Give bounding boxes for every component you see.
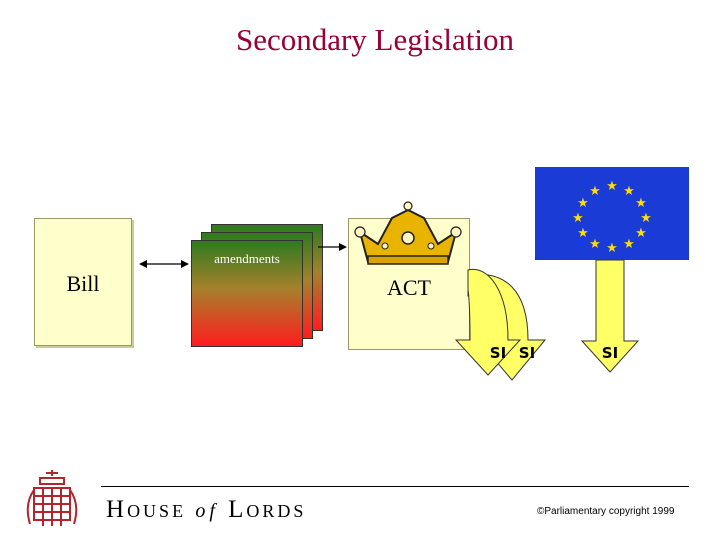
footer-brand: HOUSE of LORDS xyxy=(106,496,306,524)
brand-ords: ORDS xyxy=(246,501,307,521)
svg-text:★: ★ xyxy=(623,184,635,199)
svg-text:★: ★ xyxy=(589,184,601,199)
si-label-2: SI xyxy=(519,344,535,362)
portcullis-icon xyxy=(26,470,78,526)
bill-amendments-arrow xyxy=(139,260,189,268)
bill-box: Bill xyxy=(34,218,132,346)
svg-text:★: ★ xyxy=(635,226,647,241)
page-title: Secondary Legislation xyxy=(235,22,515,57)
amendments-act-arrow xyxy=(318,243,347,251)
si-straight-arrow-eu xyxy=(580,259,640,373)
bill-label: Bill xyxy=(66,271,100,296)
svg-text:★: ★ xyxy=(606,241,618,256)
footer-rule xyxy=(101,486,689,487)
si-label-3: SI xyxy=(602,344,618,362)
svg-text:★: ★ xyxy=(577,226,589,241)
eu-stars: ★ ★ ★ ★ ★ ★ ★ ★ ★ ★ ★ ★ xyxy=(572,179,652,256)
svg-text:★: ★ xyxy=(577,196,589,211)
svg-text:★: ★ xyxy=(589,237,601,252)
brand-l: L xyxy=(228,496,247,523)
svg-text:★: ★ xyxy=(640,211,652,226)
brand-of: of xyxy=(195,500,219,522)
amendment-page-front: amendments xyxy=(191,240,303,347)
brand-h: H xyxy=(106,496,128,523)
svg-text:★: ★ xyxy=(623,237,635,252)
copyright-notice: ©Parliamentary copyright 1999 xyxy=(537,506,675,517)
crown-icon xyxy=(354,201,462,265)
si-label-1: SI xyxy=(490,344,506,362)
amendments-label: amendments xyxy=(214,251,280,266)
eu-flag-icon xyxy=(535,167,689,260)
si-curved-arrow-1 xyxy=(454,268,522,376)
act-label: ACT xyxy=(387,275,431,300)
svg-text:★: ★ xyxy=(572,211,584,226)
svg-text:★: ★ xyxy=(635,196,647,211)
brand-ouse: OUSE xyxy=(127,501,187,521)
svg-text:★: ★ xyxy=(606,179,618,194)
